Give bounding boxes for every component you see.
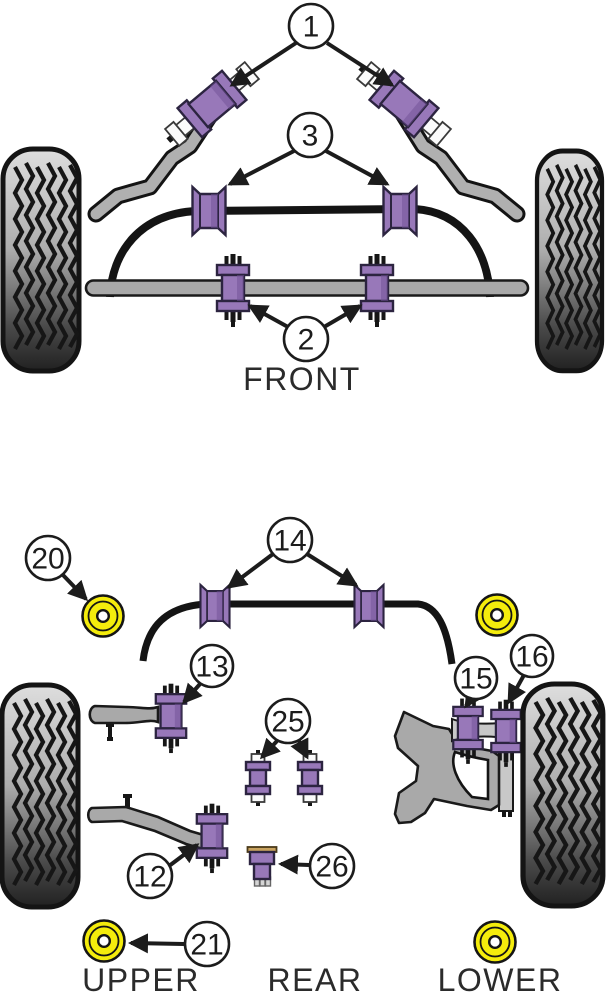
callout-25-arrow-left	[259, 737, 281, 760]
front-arb-bushing-right	[382, 185, 418, 237]
rear-upper-label: UPPER	[82, 962, 200, 998]
front-drop-link-right-fill	[397, 108, 523, 220]
rear-upper-arm	[88, 704, 160, 741]
callout-3-arrow-left	[227, 149, 295, 186]
front-arb-bushing-left	[191, 185, 227, 237]
callout-13-arrow	[182, 682, 203, 705]
callout-26-number: 26	[315, 851, 348, 884]
rear-subframe-bracket	[393, 695, 522, 825]
rear-suspension-section: 20 14 13 25 15 16 12 26 21 UPPER REAR LO…	[2, 516, 603, 998]
callout-2-arrow-right	[322, 304, 363, 329]
rear-small-bushing-right	[296, 748, 324, 808]
rear-round-bushing-lower-left	[82, 919, 126, 963]
callout-13: 13	[189, 643, 235, 689]
front-section-label: FRONT	[243, 361, 361, 397]
front-suspension-section: 1 3 2 FRONT	[3, 2, 602, 397]
rear-lower-arm	[86, 794, 209, 851]
callout-16-arrow	[507, 674, 526, 705]
callout-14-number: 14	[273, 525, 306, 558]
callout-12-arrow	[167, 843, 200, 868]
rear-anti-roll-bar	[139, 600, 456, 665]
callout-1-arrow-right	[325, 41, 395, 87]
callout-2-number: 2	[298, 324, 315, 357]
callout-3-number: 3	[302, 120, 319, 153]
callout-12: 12	[126, 852, 174, 900]
rear-round-bushing-lower-right	[473, 920, 517, 964]
rear-arb-bushing-right	[353, 583, 385, 629]
front-right-tire	[537, 151, 602, 371]
front-tie-bar-bushing-left	[215, 252, 251, 329]
callout-20: 20	[24, 534, 72, 582]
callout-1-arrow-left	[229, 41, 298, 87]
callout-15: 15	[453, 655, 499, 701]
front-tie-bar-bushing-right	[359, 252, 395, 329]
callout-21-number: 21	[190, 929, 223, 962]
rear-lower-arm-bushing	[195, 802, 229, 875]
front-drop-link-bushing-left	[154, 54, 266, 157]
callout-1-number: 1	[303, 11, 320, 44]
callout-3-arrow-right	[325, 149, 390, 186]
callout-14-arrow-right	[305, 552, 359, 587]
front-left-tire	[3, 149, 79, 371]
rear-right-tire	[523, 684, 603, 906]
rear-rear-label: REAR	[268, 962, 363, 998]
front-tie-bar	[84, 279, 530, 297]
front-drop-link-left-fill	[90, 108, 217, 220]
callout-15-number: 15	[459, 663, 492, 696]
rear-lower-label: LOWER	[438, 962, 563, 998]
callout-2-arrow-left	[247, 304, 289, 329]
callout-3: 3	[286, 111, 334, 159]
callout-26: 26	[308, 842, 356, 890]
callout-2: 2	[282, 315, 330, 363]
callout-12-number: 12	[133, 861, 166, 894]
callout-16: 16	[509, 633, 555, 679]
callout-25-number: 25	[271, 706, 304, 739]
rear-small-bushing-left	[244, 748, 272, 808]
rear-cup-bushing	[246, 846, 278, 887]
rear-upper-arm-bushing	[154, 682, 188, 755]
callout-20-arrow	[60, 572, 89, 602]
callout-21: 21	[183, 920, 231, 968]
callout-16-number: 16	[515, 641, 548, 674]
callout-14-arrow-left	[226, 552, 275, 589]
rear-arb-bushing-left	[199, 583, 231, 629]
callout-20-number: 20	[31, 543, 64, 576]
callout-25-arrow-right	[290, 737, 309, 760]
rear-left-tire	[2, 685, 78, 907]
rear-round-bushing-upper-left	[81, 594, 125, 638]
callout-26-arrow	[278, 854, 310, 875]
callout-13-number: 13	[195, 651, 228, 684]
callout-21-arrow	[128, 933, 185, 954]
callout-14: 14	[266, 516, 314, 564]
rear-round-bushing-upper-right	[475, 593, 519, 637]
callout-1: 1	[287, 2, 335, 50]
callout-25: 25	[264, 697, 312, 745]
